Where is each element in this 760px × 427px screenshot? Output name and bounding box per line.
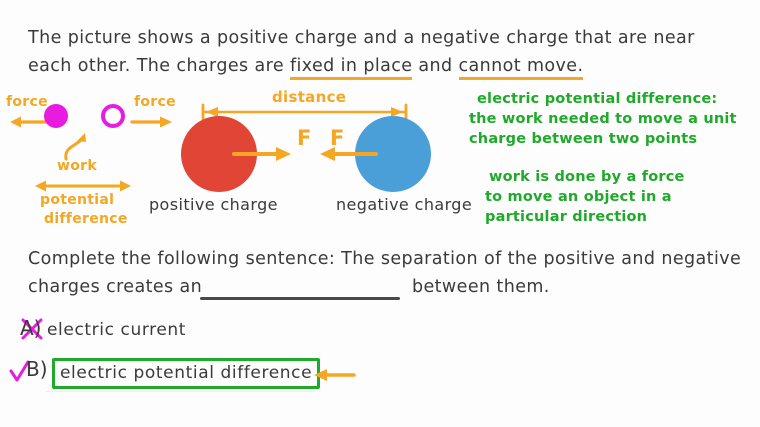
check-mark-icon: [9, 360, 30, 382]
intro-text-line-1: The picture shows a positive charge and …: [28, 28, 695, 48]
underlined-phrase-cannot-move: cannot move.: [458, 56, 584, 80]
potential-difference-label-line2: difference: [44, 211, 128, 227]
force-label-left: force: [6, 94, 48, 110]
potential-difference-label-line1: potential: [40, 192, 115, 208]
green-annotation-work: work is done by a force to move an objec…: [485, 167, 685, 227]
force-arrow-on-positive-icon: [232, 147, 291, 161]
intro-text-segment-a: each other. The charges are: [28, 56, 290, 76]
intro-text-line-2: each other. The charges are fixed in pla…: [28, 55, 584, 80]
prompt-text-line-2-a: charges creates an: [28, 277, 203, 297]
green-annotation-1-line-3: charge between two points: [469, 131, 698, 147]
force-arrow-right-icon: [130, 116, 172, 128]
potential-difference-double-arrow-icon: [35, 180, 131, 192]
option-a-label[interactable]: electric current: [47, 320, 187, 340]
prompt-text-line-1: Complete the following sentence: The sep…: [28, 249, 742, 269]
work-label: work: [57, 158, 97, 174]
work-curved-arrow-icon: [64, 133, 86, 161]
answer-pointer-arrow-icon: [314, 369, 356, 381]
green-annotation-2-line-2: to move an object in a: [485, 189, 672, 205]
option-b-answer-box[interactable]: electric potential difference: [52, 358, 321, 389]
intro-text-segment-b: and: [412, 56, 459, 76]
force-label-right: force: [134, 94, 176, 110]
green-annotation-1-line-2: the work needed to move a unit: [469, 111, 737, 127]
underlined-phrase-fixed-in-place: fixed in place: [289, 56, 413, 80]
filled-charge-dot: [44, 104, 68, 128]
option-b-label[interactable]: electric potential difference: [60, 363, 313, 383]
positive-charge-caption: positive charge: [149, 195, 278, 214]
cross-out-mark-icon: [21, 318, 43, 340]
green-annotation-2-line-1: work is done by a force: [489, 169, 685, 185]
option-b-letter[interactable]: B): [26, 357, 48, 381]
bottom-divider: [46, 391, 316, 392]
distance-label: distance: [272, 88, 347, 106]
green-annotation-definition: electric potential difference: the work …: [469, 89, 737, 149]
green-annotation-1-line-1: electric potential difference:: [477, 91, 718, 107]
force-arrow-on-negative-icon: [320, 147, 378, 161]
force-label-F-right: F: [330, 126, 345, 150]
option-a-letter[interactable]: A): [20, 316, 42, 340]
green-annotation-2-line-3: particular direction: [485, 209, 648, 225]
outline-charge-dot: [101, 104, 125, 128]
force-arrow-left-icon: [10, 116, 50, 128]
prompt-text-line-2-b: between them.: [412, 277, 550, 297]
answer-blank-underline: [200, 297, 400, 300]
distance-measure-arrow-icon: [201, 103, 408, 121]
force-label-F-left: F: [297, 126, 312, 150]
negative-charge-caption: negative charge: [336, 195, 473, 214]
